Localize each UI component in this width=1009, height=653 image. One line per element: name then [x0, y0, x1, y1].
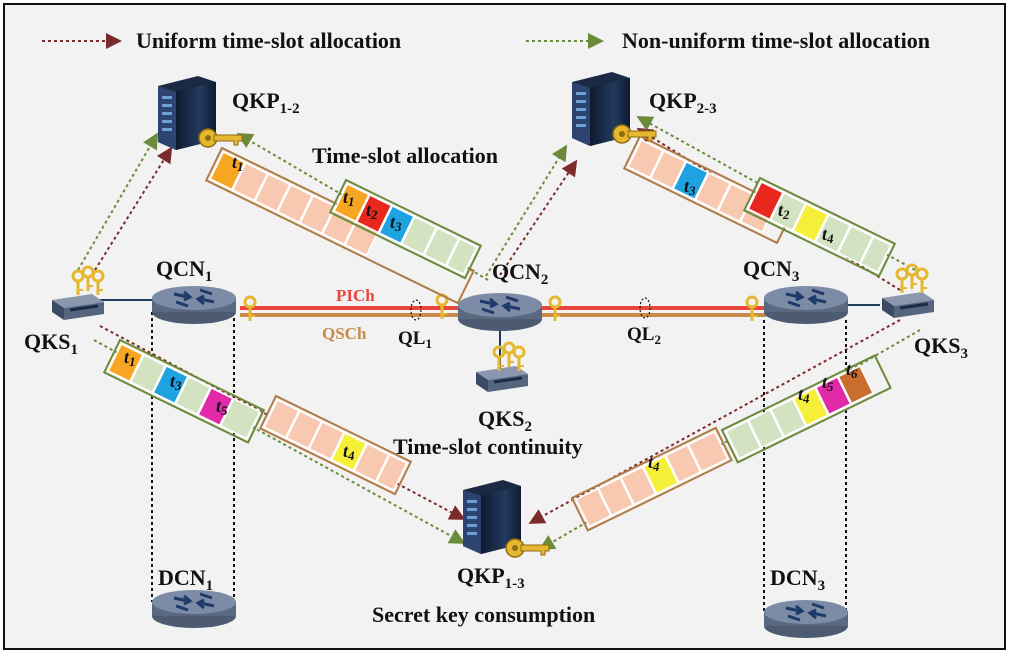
- slot-label-t3: t3: [390, 212, 402, 234]
- qsch-label: QSCh: [322, 324, 367, 343]
- link-labels: PICh QSCh QL1 QL2: [322, 286, 661, 351]
- slot-strip-qkp12-nonuniform: [328, 178, 483, 280]
- slot-label-t6: t6: [846, 359, 858, 381]
- dcn3-label: DCN3: [770, 565, 825, 594]
- allocation-annotation: Time-slot allocation: [312, 143, 498, 168]
- slot-label-t4: t4: [648, 452, 660, 474]
- slot-strip-qks1-uniform: [258, 394, 413, 496]
- slot-label-t5: t5: [216, 396, 228, 418]
- qkp12-label: QKP1-2: [232, 88, 300, 117]
- qkp13-key-icon: [505, 538, 550, 558]
- continuity-annotation: Time-slot continuity: [393, 434, 583, 459]
- slot-strip-qkp12-uniform: [204, 146, 475, 305]
- dcn1-router-icon: [150, 588, 238, 630]
- qks3-switch-icon: [880, 290, 936, 320]
- slot-label-t1: t1: [124, 347, 136, 369]
- slot-strip-qks1-nonuniform: [102, 338, 266, 444]
- ql1-label: QL1: [398, 328, 432, 351]
- qks3-keys-icon: [897, 265, 927, 293]
- legend: Uniform time-slot allocation Non-uniform…: [42, 28, 930, 53]
- ql2-marker: [639, 297, 651, 319]
- qcn3-label: QCN3: [743, 256, 799, 285]
- ql1-marker: [410, 299, 422, 321]
- slot-label-t3: t3: [684, 176, 696, 198]
- slot-strip-qks3-nonuniform: [720, 354, 892, 464]
- qcn2-label: QCN2: [492, 259, 548, 288]
- qcn3-router-icon: [762, 284, 850, 326]
- legend-nonuniform-label: Non-uniform time-slot allocation: [622, 28, 930, 53]
- slot-label-t4: t4: [822, 224, 834, 246]
- slot-strip-qks3-uniform: [570, 426, 733, 532]
- dcn1-label: DCN1: [158, 565, 213, 594]
- qcn1-label: QCN1: [156, 256, 212, 285]
- qkp23-key-icon: [612, 124, 657, 144]
- qkp12-key-icon: [198, 128, 243, 148]
- qkp13-label: QKP1-3: [457, 563, 525, 592]
- node-labels: QCN1 QCN2 QCN3 QKS1 QKS2 QKS3 QKP1-2 QKP…: [24, 88, 968, 594]
- slot-label-t4: t4: [343, 441, 355, 463]
- slot-label-t3: t3: [170, 371, 182, 393]
- ql2-label: QL2: [627, 324, 661, 347]
- qks1-keys-icon: [73, 267, 103, 295]
- arrow-qcn2-qkp23-nonuniform: [485, 144, 568, 277]
- qcn1-router-icon: [150, 284, 238, 326]
- slot-strip-qkp23-nonuniform: [742, 176, 897, 278]
- qks1-switch-icon: [50, 292, 106, 322]
- qkp23-label: QKP2-3: [649, 88, 717, 117]
- qcn2-router-icon: [456, 291, 544, 333]
- consumption-annotation: Secret key consumption: [372, 602, 595, 627]
- qks1-label: QKS1: [24, 329, 78, 358]
- legend-uniform-label: Uniform time-slot allocation: [136, 28, 401, 53]
- slot-label-t1: t1: [343, 187, 355, 209]
- slot-label-t5: t5: [822, 372, 834, 394]
- arrow-qks1-qkp12-nonuniform: [77, 132, 159, 271]
- pich-label: PICh: [336, 286, 375, 305]
- qks2-label: QKS2: [478, 406, 532, 435]
- qks2-keys-icon: [494, 343, 524, 371]
- arrow-qks1-qkp13-nonuniform: [93, 339, 466, 544]
- dcn3-router-icon: [762, 598, 850, 640]
- slot-labels: t1 t1 t2 t3 t3 t2 t4 t1 t3 t5 t4 t4 t4 t…: [124, 152, 858, 474]
- slot-label-t1: t1: [232, 152, 244, 174]
- arrow-qcn2-qkp23-uniform: [499, 159, 578, 276]
- qks3-label: QKS3: [914, 333, 968, 362]
- slot-label-t2: t2: [366, 200, 378, 222]
- arrow-qks3-qkp13-uniform: [528, 319, 901, 524]
- slot-label-t4: t4: [798, 384, 810, 406]
- slot-label-t2: t2: [778, 200, 790, 222]
- arrow-qks1-qkp12-uniform: [94, 146, 173, 271]
